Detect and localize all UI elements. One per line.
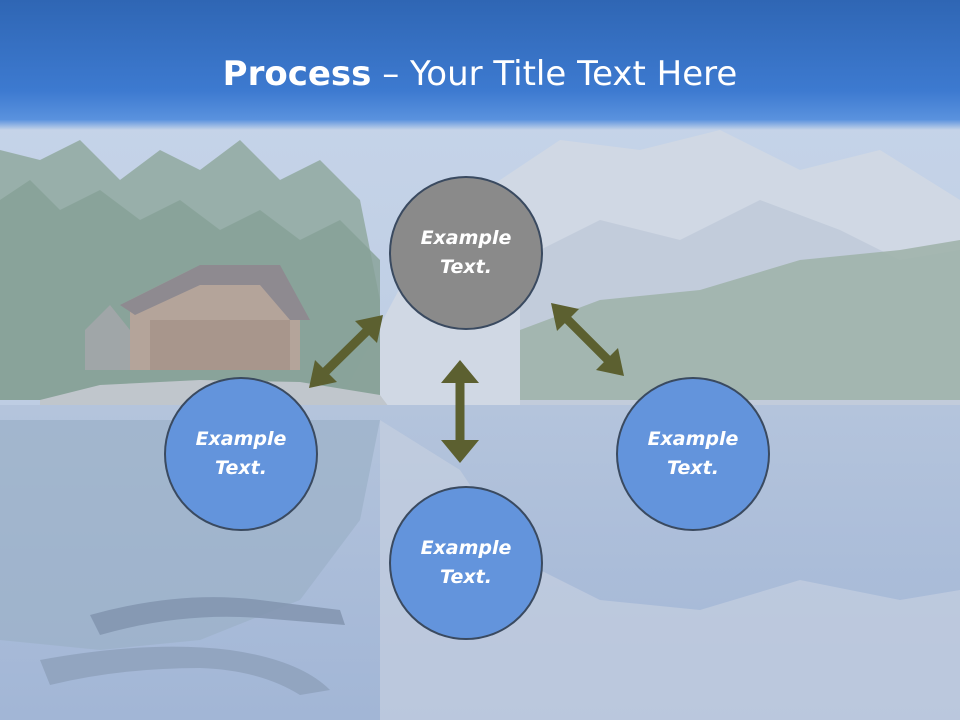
circle-line2: Text. [440, 256, 492, 278]
title-strong: Process [222, 54, 372, 94]
slide-title[interactable]: Process – Your Title Text Here [0, 52, 960, 96]
double-arrow-left[interactable] [309, 315, 383, 388]
circle-line2: Text. [667, 457, 719, 479]
circle-line2: Text. [215, 457, 267, 479]
double-arrow-vertical[interactable] [441, 360, 479, 463]
header-band [0, 0, 960, 130]
double-arrow-right[interactable] [551, 303, 624, 376]
circle-line1: Example [195, 428, 287, 450]
circle-line1: Example [420, 227, 512, 249]
title-rest: Your Title Text Here [410, 54, 738, 94]
title-dash: – [371, 54, 411, 94]
circle-line1: Example [647, 428, 739, 450]
circle-line2: Text. [440, 566, 492, 588]
circle-line1: Example [420, 537, 512, 559]
